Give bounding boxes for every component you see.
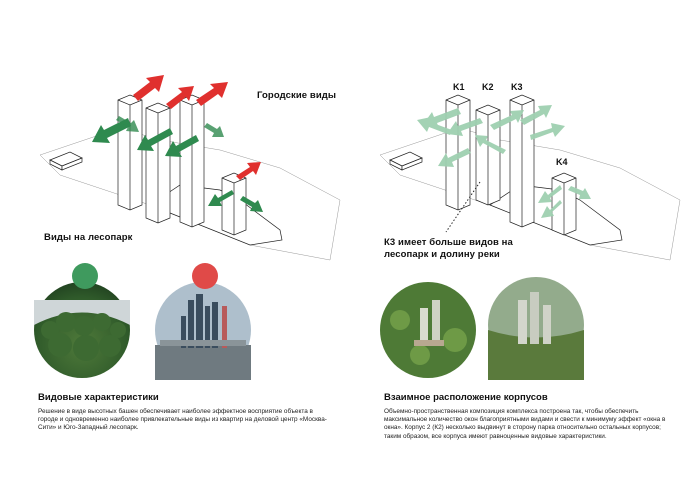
left-heading: Видовые характеристики <box>38 392 159 403</box>
aerial-render-2 <box>488 277 584 380</box>
k3-label: K3 <box>511 82 523 92</box>
pale-green-arrows <box>417 105 591 218</box>
left-paragraph: Решение в виде высотных башен обеспечива… <box>38 408 327 432</box>
red-arrows <box>133 75 261 180</box>
moscow-city-photo <box>155 282 251 380</box>
left-massing-model <box>39 94 341 261</box>
right-heading: Взаимное расположение корпусов <box>384 392 548 403</box>
callout-text: К3 имеет больше видов на лесопарк и доли… <box>384 237 513 260</box>
k1-label: K1 <box>453 82 465 92</box>
k4-label: K4 <box>556 157 568 167</box>
city-views-label: Городские виды <box>257 90 337 101</box>
k2-label: K2 <box>482 82 494 92</box>
right-paragraph: Объемно-пространственная композиция комп… <box>384 408 666 440</box>
forest-photo <box>34 282 130 378</box>
city-color-dot <box>192 263 218 289</box>
forest-views-label: Виды на лесопарк <box>44 232 133 243</box>
aerial-render-1 <box>380 282 476 378</box>
forest-color-dot <box>72 263 98 289</box>
callout-leader-line <box>445 181 481 233</box>
green-arrows <box>92 116 263 212</box>
